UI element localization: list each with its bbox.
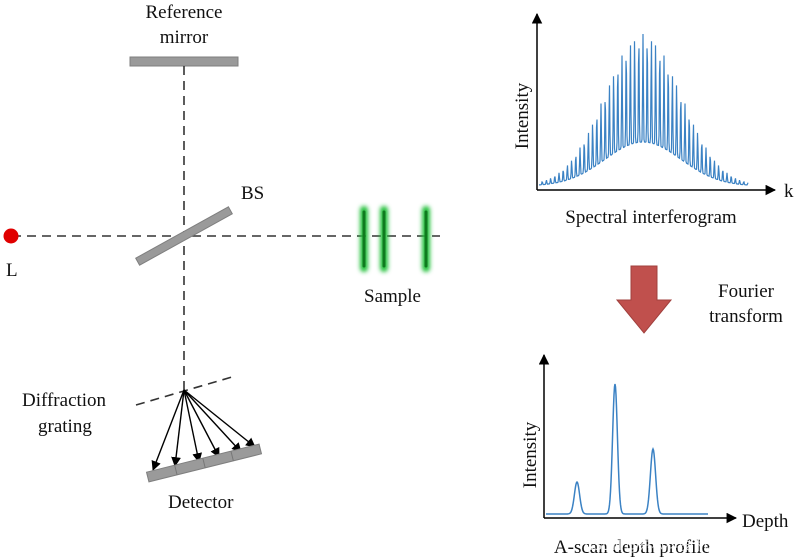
beam-splitter-label: BS (241, 183, 264, 204)
spectral-curve (539, 33, 749, 186)
fourier-label-line1: Fourier (718, 281, 775, 302)
sample-layers (360, 206, 430, 272)
ascan-y-label: Intensity (520, 421, 541, 488)
reference-mirror-label-line1: Reference (146, 2, 223, 23)
spectral-caption: Spectral interferogram (565, 207, 737, 228)
diffraction-label-line2: grating (38, 416, 92, 437)
ascan-caption: A-scan depth profile (554, 537, 710, 558)
detector-label: Detector (168, 492, 234, 513)
ascan-plot (538, 353, 738, 524)
spectral-plot (531, 12, 777, 196)
watermark: CSDN @东枫科技 机器视觉与光电 (585, 539, 786, 554)
detector-array (145, 443, 263, 483)
ascan-x-label: Depth (742, 511, 789, 532)
down-arrow-icon (615, 265, 673, 334)
light-source-icon (3, 228, 19, 244)
light-source-label: L (6, 260, 18, 281)
reference-mirror (129, 56, 239, 67)
fourier-label-line2: transform (709, 306, 783, 327)
ascan-curve (546, 383, 708, 515)
reference-mirror-label-line2: mirror (160, 27, 209, 48)
sample-label: Sample (364, 286, 421, 307)
dispersed-rays (151, 389, 256, 471)
spectral-x-label: k (784, 181, 794, 202)
diffraction-label-line1: Diffraction (22, 390, 107, 411)
beam-splitter (135, 206, 233, 266)
spectral-y-label: Intensity (512, 82, 533, 149)
